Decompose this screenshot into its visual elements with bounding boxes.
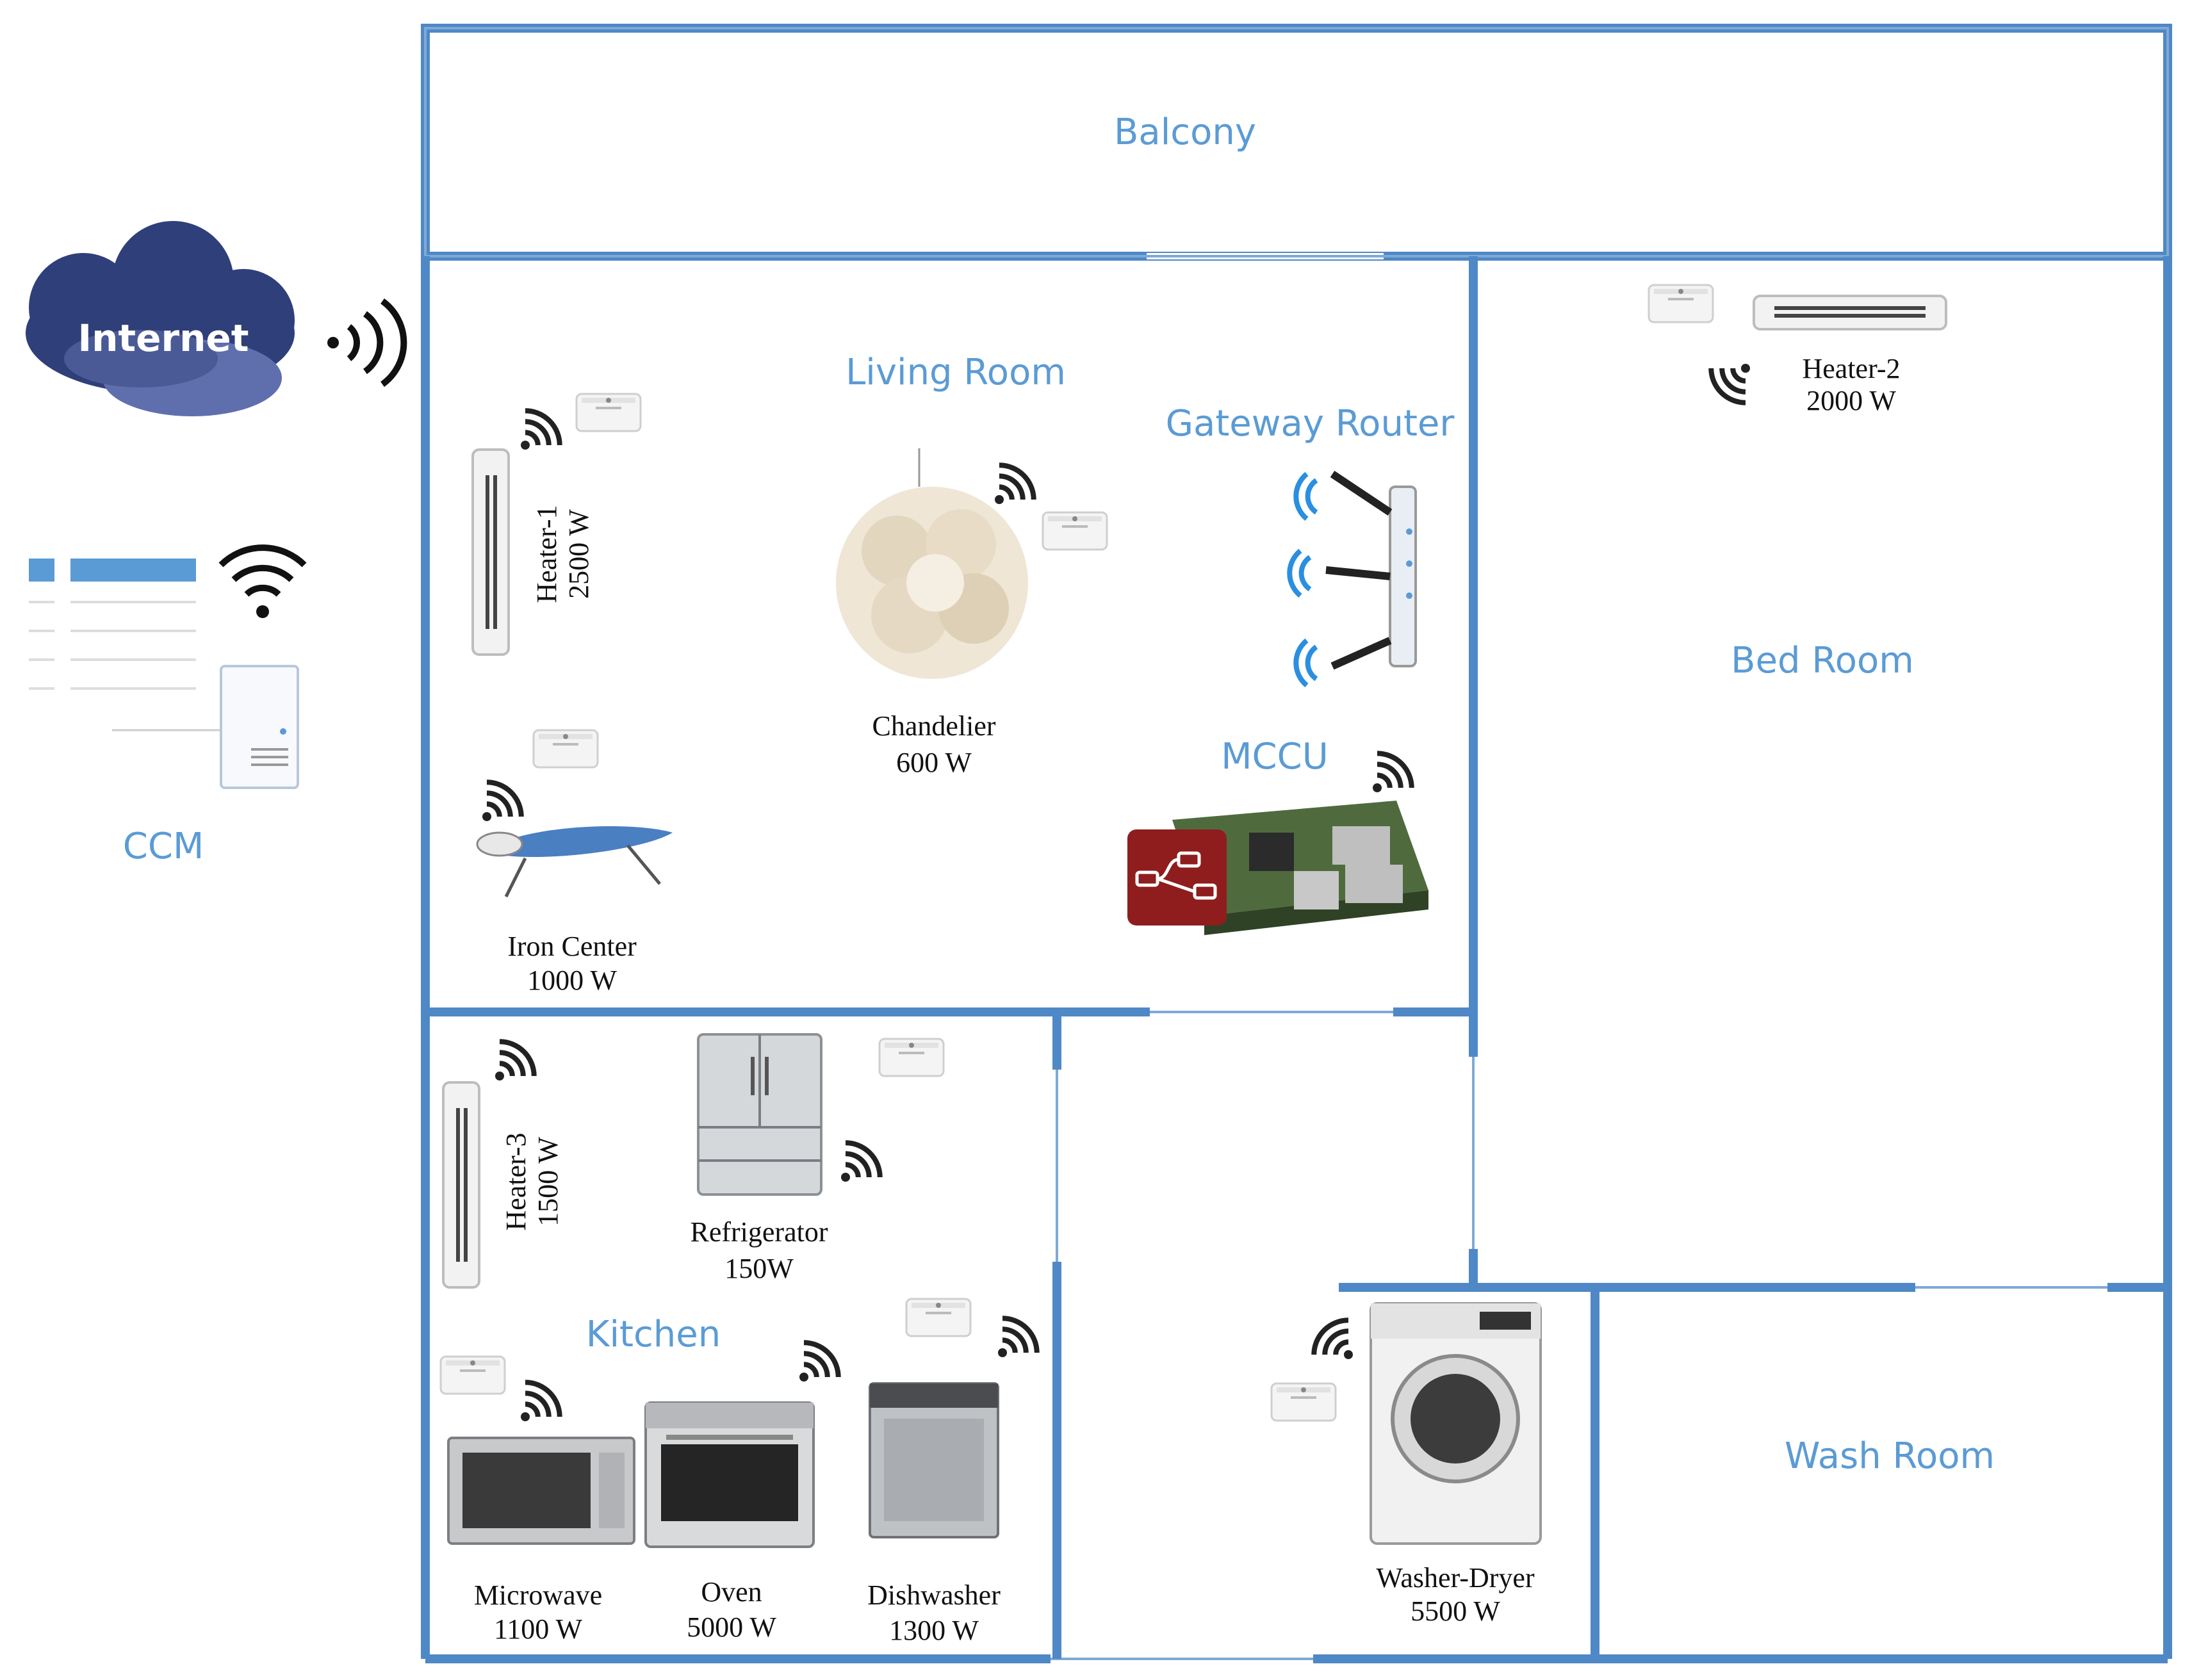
- washer-dryer-icon: [1370, 1302, 1542, 1545]
- dishwasher-icon: [869, 1382, 999, 1538]
- gateway-router-label: Gateway Router: [1166, 403, 1455, 444]
- heater-3-power: 1500 W: [532, 1137, 564, 1227]
- heater-2-icon: [1753, 295, 1947, 330]
- oven-wifi-icon: [799, 1335, 846, 1382]
- heater-3-wifi-icon: [495, 1034, 541, 1081]
- iron-center-icon: [476, 826, 673, 898]
- washer-dryer-wifi-icon: [1307, 1313, 1353, 1359]
- chandelier-name: Chandelier: [872, 710, 995, 742]
- chandelier-power: 600 W: [896, 747, 972, 778]
- heater-3-icon: [442, 1081, 480, 1289]
- iron-center-power: 1000 W: [527, 965, 617, 996]
- ccm-wifi-icon: [218, 544, 307, 618]
- balcony-label: Balcony: [1114, 111, 1256, 153]
- dishwasher-name: Dishwasher: [867, 1579, 1001, 1611]
- refrigerator-icon: [697, 1033, 822, 1196]
- microwave-name: Microwave: [474, 1579, 602, 1611]
- heater-1-wifi-icon: [521, 404, 567, 450]
- bed-room-label: Bed Room: [1731, 640, 1914, 681]
- ccm-label: CCM: [123, 826, 204, 867]
- gateway-router-icon: [1287, 471, 1417, 688]
- heater-2-name: Heater-2: [1802, 353, 1900, 384]
- ccm-server-icon: [29, 559, 299, 789]
- heater-2-smart-plug-icon: [1648, 284, 1714, 323]
- kitchen-label: Kitchen: [586, 1314, 721, 1355]
- washer-dryer-name: Washer-Dryer: [1376, 1562, 1535, 1594]
- chandelier-wifi-icon: [995, 458, 1041, 504]
- chandelier-smart-plug-icon: [1042, 511, 1108, 551]
- iron-center-name: Iron Center: [507, 931, 637, 962]
- internet-label: Internet: [78, 316, 249, 360]
- oven-power: 5000 W: [687, 1611, 776, 1643]
- heater-1-smart-plug-icon: [575, 393, 642, 432]
- mccu-label: MCCU: [1221, 736, 1329, 778]
- living-room-label: Living Room: [846, 352, 1066, 393]
- internet-signal-icon: [327, 298, 407, 387]
- internet-cloud-icon: [26, 221, 295, 416]
- wash-room-label: Wash Room: [1785, 1435, 1995, 1477]
- microwave-smart-plug-icon: [439, 1355, 506, 1395]
- heater-2-wifi-icon: [1704, 364, 1750, 410]
- iron-center-smart-plug-icon: [532, 729, 599, 769]
- dishwasher-smart-plug-icon: [905, 1298, 972, 1337]
- microwave-icon: [447, 1437, 635, 1545]
- refrigerator-wifi-icon: [841, 1136, 887, 1182]
- microwave-power: 1100 W: [494, 1613, 583, 1645]
- oven-icon: [644, 1401, 815, 1548]
- dishwasher-power: 1300 W: [889, 1615, 979, 1646]
- raspberry-pi-board-icon: [1172, 801, 1428, 935]
- heater-3-name: Heater-3: [500, 1132, 532, 1230]
- refrigerator-name: Refrigerator: [691, 1216, 828, 1248]
- washer-dryer-power: 5500 W: [1411, 1595, 1500, 1627]
- washer-dryer-smart-plug-icon: [1270, 1382, 1337, 1422]
- iron-center-wifi-icon: [482, 775, 528, 821]
- chandelier-icon: [836, 448, 1028, 679]
- microwave-wifi-icon: [521, 1375, 567, 1421]
- heater-1-icon: [471, 448, 510, 656]
- heater-1-name: Heater-1: [531, 505, 562, 603]
- refrigerator-power: 150W: [724, 1253, 794, 1284]
- mccu-wifi-icon: [1373, 746, 1419, 792]
- dishwasher-wifi-icon: [998, 1311, 1044, 1357]
- heater-2-power: 2000 W: [1806, 385, 1896, 416]
- oven-name: Oven: [701, 1576, 762, 1608]
- refrigerator-smart-plug-icon: [878, 1038, 945, 1077]
- node-red-icon: [1127, 829, 1227, 926]
- heater-1-power: 2500 W: [563, 509, 594, 599]
- balcony-wall: [421, 24, 2172, 261]
